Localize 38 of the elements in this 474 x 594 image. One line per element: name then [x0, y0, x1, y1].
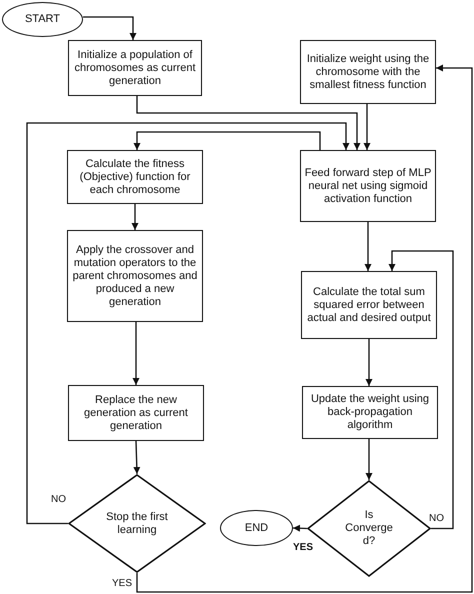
- arrow: [133, 440, 140, 474]
- process-box: [67, 150, 203, 204]
- process-box: [68, 385, 204, 441]
- arrow: [26, 122, 350, 524]
- edge-label: NO: [50, 494, 67, 504]
- node-text: END: [244, 522, 270, 534]
- edge-label: NO: [428, 512, 445, 524]
- arrow: [132, 322, 140, 385]
- arrow: [83, 16, 136, 40]
- process-box: [68, 40, 202, 96]
- node-text: Initialize weight using the chromosome with the smallest fitness function: [306, 52, 430, 92]
- node-text: Apply the crossover and mutation operators to the parent chromosomes and produced a new generation: [72, 244, 198, 308]
- node-text: Initialize a population of chromosomes as current generation: [73, 48, 197, 88]
- arrow: [292, 524, 308, 532]
- arrow: [366, 339, 372, 386]
- edge-label: YES: [111, 578, 134, 589]
- node-text: Stop the first learning: [105, 510, 169, 536]
- process-box: [300, 40, 436, 104]
- process-box: [302, 386, 438, 439]
- node-text: Replace the new generation as current generation: [83, 394, 189, 432]
- process-box: [67, 230, 203, 322]
- arrow: [132, 204, 138, 230]
- node-text: Update the weight using back-propagation algorithm: [310, 393, 430, 432]
- arrow: [388, 250, 454, 530]
- edge-label: YES: [292, 542, 314, 552]
- node-text: START: [24, 13, 62, 26]
- arrow: [364, 104, 370, 150]
- node-text: Feed forward step of MLP neural net using sigmoid activation function: [304, 166, 432, 206]
- arrow: [366, 439, 372, 480]
- arrow: [134, 131, 321, 150]
- arrow: [136, 96, 360, 150]
- node-text: Is Converge d?: [344, 509, 394, 548]
- process-box: [301, 271, 437, 339]
- arrow: [136, 64, 473, 593]
- node-text: Calculate the fitness (Objective) function for each chromosome: [78, 158, 192, 196]
- node-text: Calculate the total sum squared error between actual and desired output: [306, 286, 432, 324]
- arrow: [364, 222, 372, 271]
- process-box: [300, 150, 436, 222]
